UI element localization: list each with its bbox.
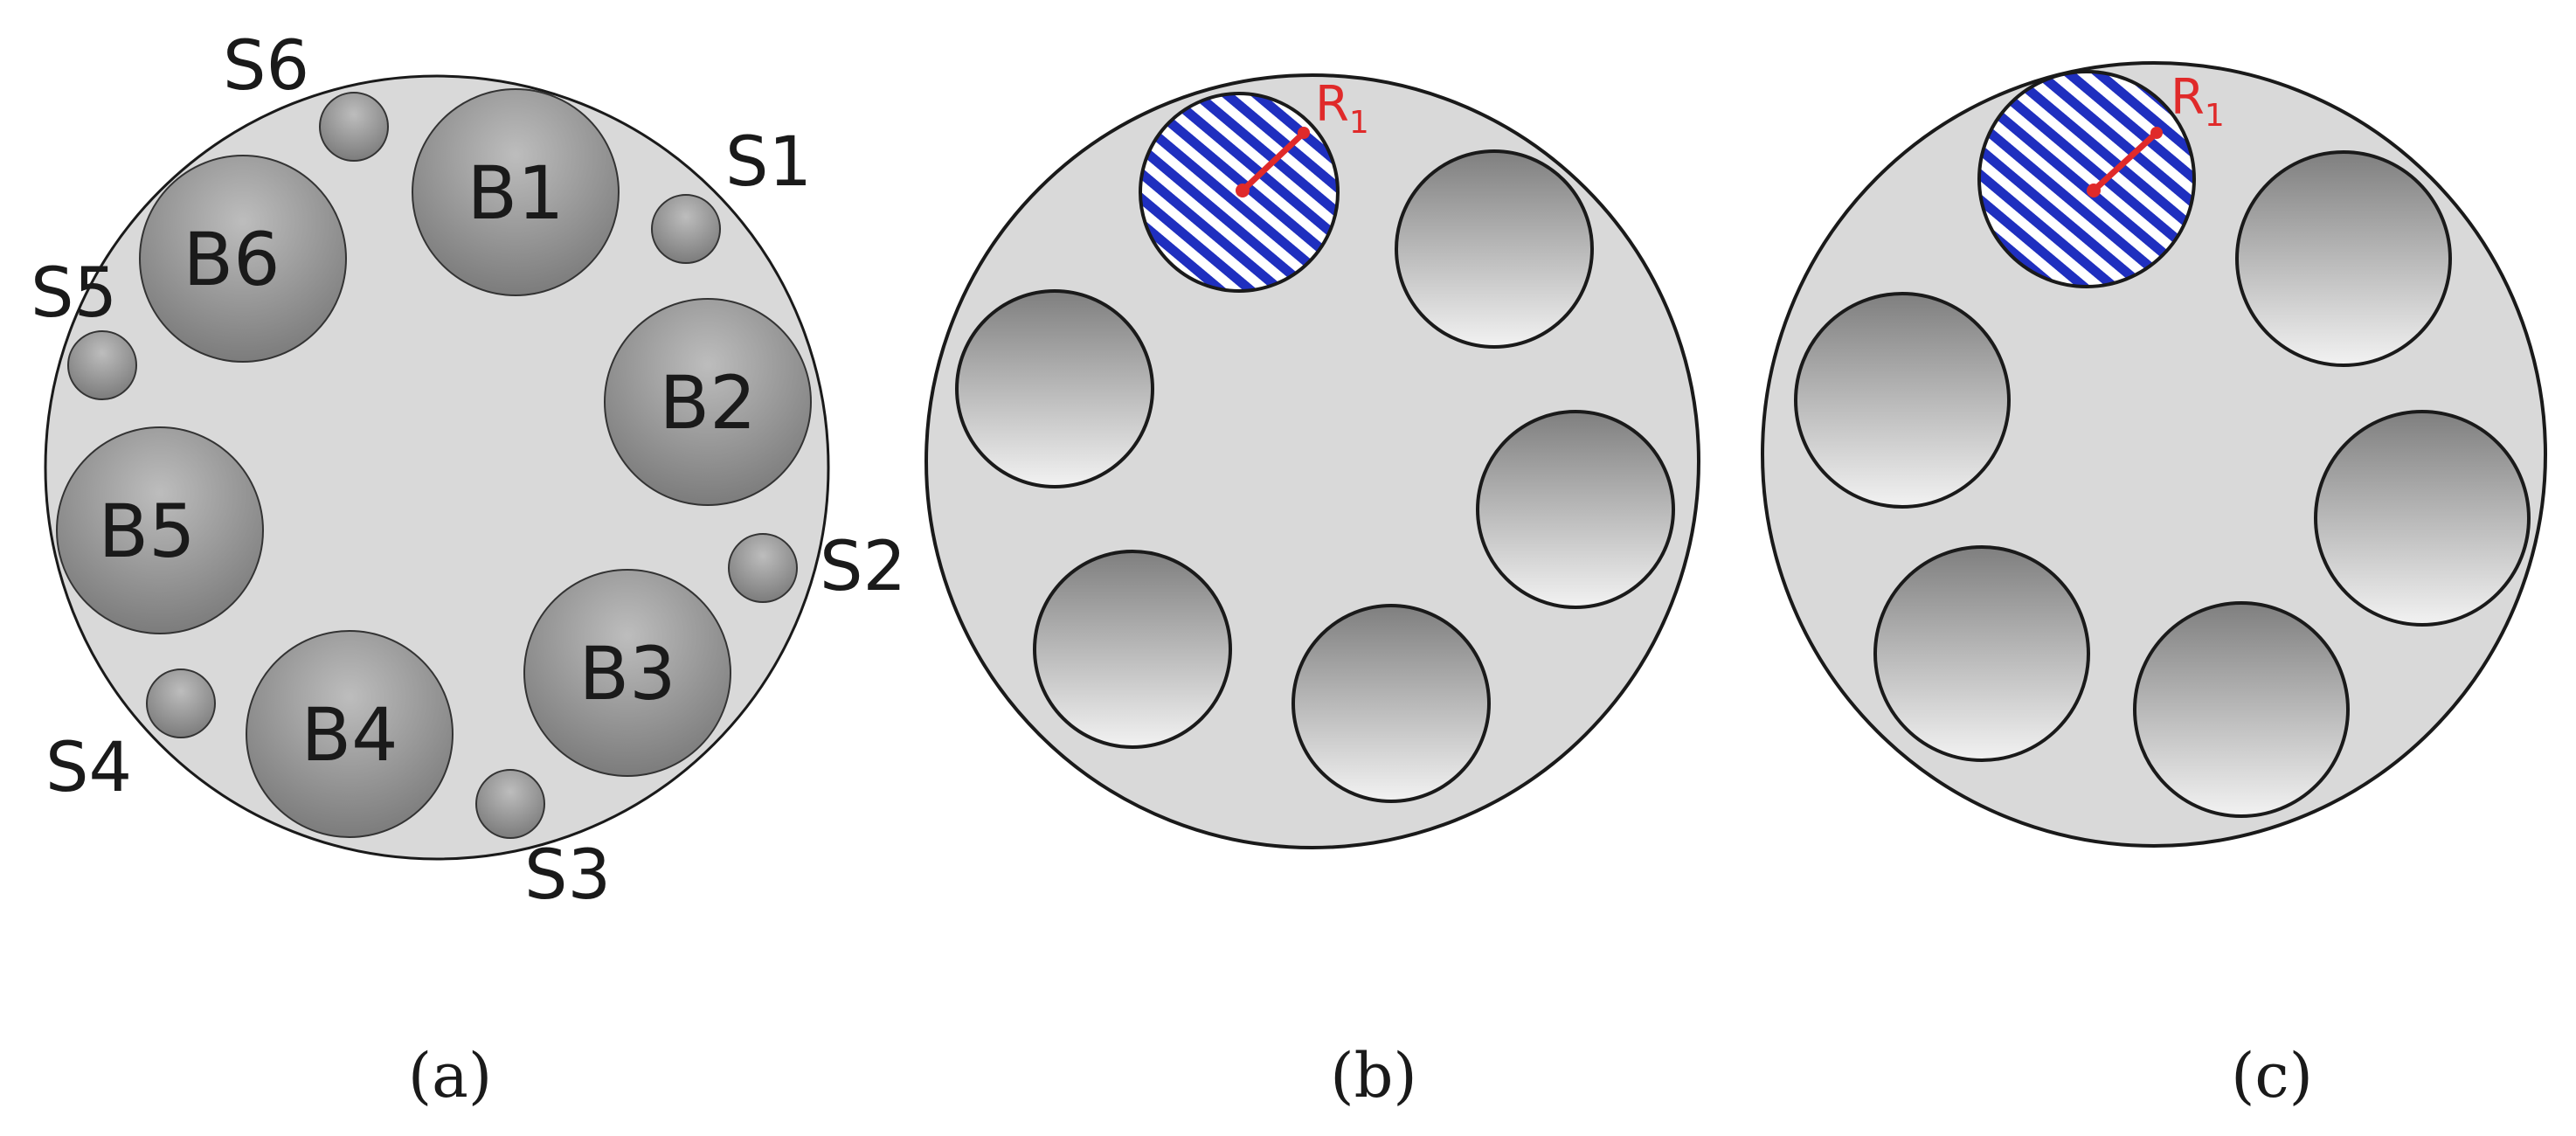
- panel-b: R1 (b): [924, 73, 1700, 1112]
- channel-b2-label: B2: [659, 360, 756, 446]
- panel-c: R1 (c): [1761, 61, 2547, 1112]
- panel-c-radius-line: [2091, 130, 2159, 193]
- panel-b-channel-2: [1476, 410, 1675, 609]
- panel-b-channel-1: [1395, 149, 1594, 349]
- caption-b: (b): [1330, 1040, 1416, 1112]
- panel-c-channel-3: [2133, 601, 2350, 818]
- panel-b-channel-3: [1291, 604, 1491, 803]
- panel-b-radius-line: [1240, 130, 1306, 193]
- label-s3: S3: [524, 836, 611, 915]
- label-s5: S5: [31, 254, 117, 333]
- caption-a: (a): [408, 1040, 492, 1112]
- channel-b2: B2: [604, 298, 812, 506]
- channel-s3: [475, 769, 545, 839]
- label-s6: S6: [223, 27, 309, 106]
- panel-b-radius-center: [1236, 184, 1250, 197]
- channel-b3: B3: [523, 569, 731, 777]
- channel-b5: B5: [56, 426, 264, 634]
- panel-c-channel-1: [2235, 150, 2452, 367]
- channel-b4-label: B4: [301, 692, 398, 778]
- channel-s2: [728, 533, 798, 603]
- channel-b5-label: B5: [98, 488, 195, 574]
- panel-c-hatched-channel: [1977, 70, 2196, 288]
- panel-b-channel-5: [955, 289, 1154, 488]
- label-s4: S4: [45, 729, 132, 807]
- channel-s1: [651, 194, 721, 264]
- label-s1: S1: [725, 123, 812, 202]
- panel-c-radius-center: [2087, 184, 2101, 197]
- panel-c-radius-label: R1: [2171, 69, 2225, 134]
- channel-b6-label: B6: [183, 217, 280, 302]
- channel-s5: [67, 330, 137, 400]
- channel-b6: B6: [139, 155, 347, 363]
- channel-b3-label: B3: [578, 631, 675, 717]
- channel-s4: [146, 668, 216, 738]
- panel-c-channel-4: [1873, 545, 2090, 762]
- channel-b4: B4: [246, 630, 454, 838]
- channel-b1: B1: [412, 88, 620, 296]
- panel-b-radius-end: [1298, 127, 1310, 139]
- panel-a: B1 B2 B3 B4 B5 B6 S1 S2 S3 S4: [31, 27, 906, 1112]
- channel-s6: [319, 92, 389, 162]
- caption-c: (c): [2231, 1040, 2313, 1112]
- panel-c-radius-end: [2150, 127, 2163, 139]
- panel-c-channel-5: [1794, 292, 2011, 509]
- label-s2: S2: [820, 528, 906, 606]
- panel-b-radius-label: R1: [1315, 76, 1369, 141]
- panel-c-channel-2: [2314, 410, 2531, 627]
- channel-b1-label: B1: [467, 150, 564, 236]
- panel-b-channel-4: [1033, 550, 1232, 749]
